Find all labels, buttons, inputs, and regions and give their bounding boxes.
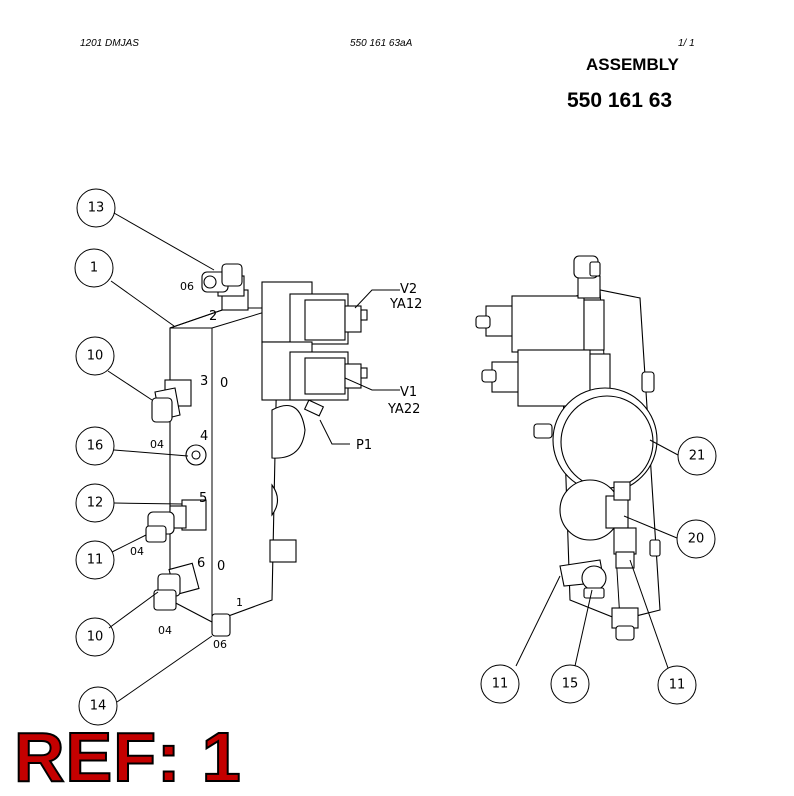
assembly-number: 550 161 63: [567, 89, 673, 112]
right-manifold-view: [475, 255, 661, 641]
svg-text:11: 11: [87, 553, 104, 568]
solenoid-rear-upper: [475, 295, 605, 353]
balloon-10-upper: 10: [75, 336, 115, 376]
svg-text:10: 10: [87, 349, 104, 364]
port-04-a: 04: [150, 438, 164, 451]
bottom-fitting-rear: [611, 607, 639, 629]
header-page-number: 1/ 1: [678, 38, 695, 49]
port-06-bottom: 06: [213, 638, 227, 651]
balloon-11-right-b: 11: [657, 665, 697, 705]
port-1: 1: [236, 596, 243, 609]
port-04-c: 04: [158, 624, 172, 637]
fitting-12-11: [145, 499, 207, 543]
label-p1: P1: [356, 438, 372, 453]
solenoid-v1: [261, 341, 368, 401]
assembly-title: ASSEMBLY: [586, 55, 679, 74]
balloon-1: 1: [74, 248, 114, 288]
balloon-20: 20: [676, 519, 716, 559]
balloon-16: 16: [75, 426, 115, 466]
svg-text:14: 14: [90, 699, 107, 714]
balloon-15: 15: [550, 664, 590, 704]
port-6: 6: [197, 556, 205, 571]
port-0-lower: 0: [217, 559, 225, 574]
fitting-10-lower: [153, 562, 200, 611]
svg-text:1: 1: [90, 261, 98, 276]
balloon-12: 12: [75, 483, 115, 523]
svg-text:20: 20: [688, 532, 705, 547]
fitting-13-elbow: [201, 263, 249, 311]
fitting-10-upper: [151, 379, 192, 423]
svg-text:21: 21: [689, 449, 706, 464]
fitting-15: [581, 565, 607, 591]
fitting-20-lower: [613, 527, 637, 555]
label-v1: V1: [400, 385, 417, 400]
right-leader-lines: [515, 439, 679, 669]
balloon-13: 13: [76, 188, 116, 228]
balloon-21: 21: [677, 436, 717, 476]
balloon-11-right-a: 11: [480, 664, 520, 704]
gauge-side: [271, 405, 306, 459]
balloon-11-left: 11: [75, 540, 115, 580]
svg-text:12: 12: [87, 496, 104, 511]
svg-text:11: 11: [669, 678, 686, 693]
solenoid-rear-lower: [481, 349, 611, 407]
drawing-labels: 06 04 04 04 06 2 3 0 4 5 6 0 1 V2 YA12 V…: [130, 280, 422, 651]
port-4: 4: [200, 429, 208, 444]
svg-text:15: 15: [562, 677, 579, 692]
port-06-top: 06: [180, 280, 194, 293]
port-2: 2: [209, 309, 217, 324]
svg-text:11: 11: [492, 677, 509, 692]
svg-text:16: 16: [87, 439, 104, 454]
port-5: 5: [199, 491, 207, 506]
port-04-b: 04: [130, 545, 144, 558]
fitting-14: [211, 613, 231, 637]
top-fitting: [577, 275, 601, 299]
reference-label: REF: 1: [13, 718, 242, 796]
left-leader-lines: [107, 212, 400, 703]
svg-text:10: 10: [87, 630, 104, 645]
balloon-14: 14: [78, 686, 118, 726]
label-ya22: YA22: [387, 402, 420, 417]
port-0-upper: 0: [220, 376, 228, 391]
port-3: 3: [200, 374, 208, 389]
rear-fitting: [269, 539, 297, 563]
label-ya12: YA12: [389, 297, 422, 312]
balloon-10-lower: 10: [75, 617, 115, 657]
fitting-20: [605, 495, 629, 529]
left-manifold-view: [145, 263, 368, 637]
header-drawing-code: 550 161 63aA: [350, 38, 413, 49]
solenoid-v2: [261, 281, 368, 345]
header-left-code: 1201 DMJAS: [80, 38, 139, 49]
p1-fitting: [303, 399, 325, 417]
svg-text:13: 13: [88, 201, 105, 216]
label-v2: V2: [400, 282, 417, 297]
